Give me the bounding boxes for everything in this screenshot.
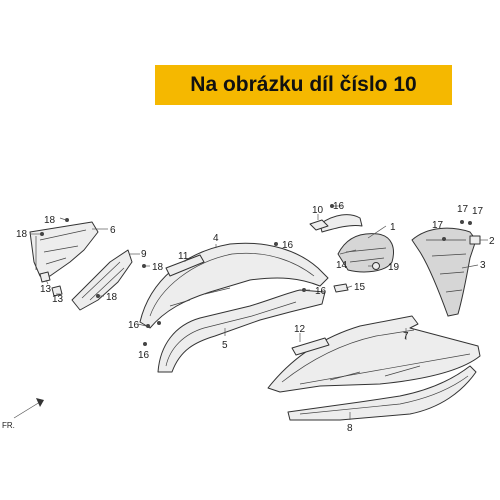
callout-3: 3	[480, 260, 486, 271]
callout-9: 9	[141, 249, 147, 260]
callout-18b: 18	[16, 229, 28, 240]
callout-17c: 17	[472, 206, 484, 217]
part-9-shape	[71, 249, 133, 311]
part-10-shape	[309, 219, 329, 231]
part-12-shape	[291, 337, 330, 356]
callout-16b: 16	[315, 286, 327, 297]
part-2-shape	[469, 235, 481, 245]
callout-12: 12	[294, 324, 306, 335]
callout-4: 4	[213, 233, 219, 244]
callout-18a: 18	[44, 215, 56, 226]
callout-19: 19	[388, 262, 400, 273]
callout-18c: 18	[106, 292, 118, 303]
callout-7: 7	[403, 331, 409, 342]
part-15-shape	[333, 283, 349, 293]
callout-11: 11	[178, 251, 189, 262]
part-19-shape	[372, 262, 380, 270]
callout-13b: 13	[52, 294, 64, 305]
part-13-clip-a	[39, 271, 51, 283]
callout-17a: 17	[432, 220, 444, 231]
callout-1: 1	[390, 222, 396, 233]
callout-17b: 17	[457, 204, 469, 215]
part-13-clip-b	[51, 285, 63, 297]
callout-18d: 18	[152, 262, 164, 273]
callout-6: 6	[110, 225, 116, 236]
part-8-shape	[287, 365, 477, 421]
callout-16d: 16	[138, 350, 150, 361]
callout-13a: 13	[40, 284, 52, 295]
callout-10: 10	[312, 205, 324, 216]
part-number-banner: Na obrázku díl číslo 10	[155, 65, 452, 105]
callout-8: 8	[347, 423, 353, 434]
part-7-shape	[267, 315, 481, 393]
screws	[40, 204, 472, 346]
banner-text: Na obrázku díl číslo 10	[190, 73, 417, 96]
orientation-label: FR.	[2, 421, 15, 430]
callout-labels: 1 2 3 4 5 6 7 8 9 10 11 12 13 13 14 15 1…	[16, 201, 495, 434]
leader-lines	[30, 205, 488, 420]
callout-14: 14	[336, 260, 348, 271]
part-6-shape	[29, 221, 99, 277]
front-orientation-marker: FR.	[2, 398, 44, 430]
callout-2: 2	[489, 236, 495, 247]
callout-5: 5	[222, 340, 228, 351]
part-11-shape	[165, 254, 205, 277]
callout-16e: 16	[333, 201, 345, 212]
part-3-shape	[411, 227, 477, 317]
callout-15: 15	[354, 282, 366, 293]
part-1-shape	[319, 214, 394, 273]
callout-16c: 16	[128, 320, 140, 331]
callout-16a: 16	[282, 240, 294, 251]
part-5-shape	[157, 289, 326, 373]
